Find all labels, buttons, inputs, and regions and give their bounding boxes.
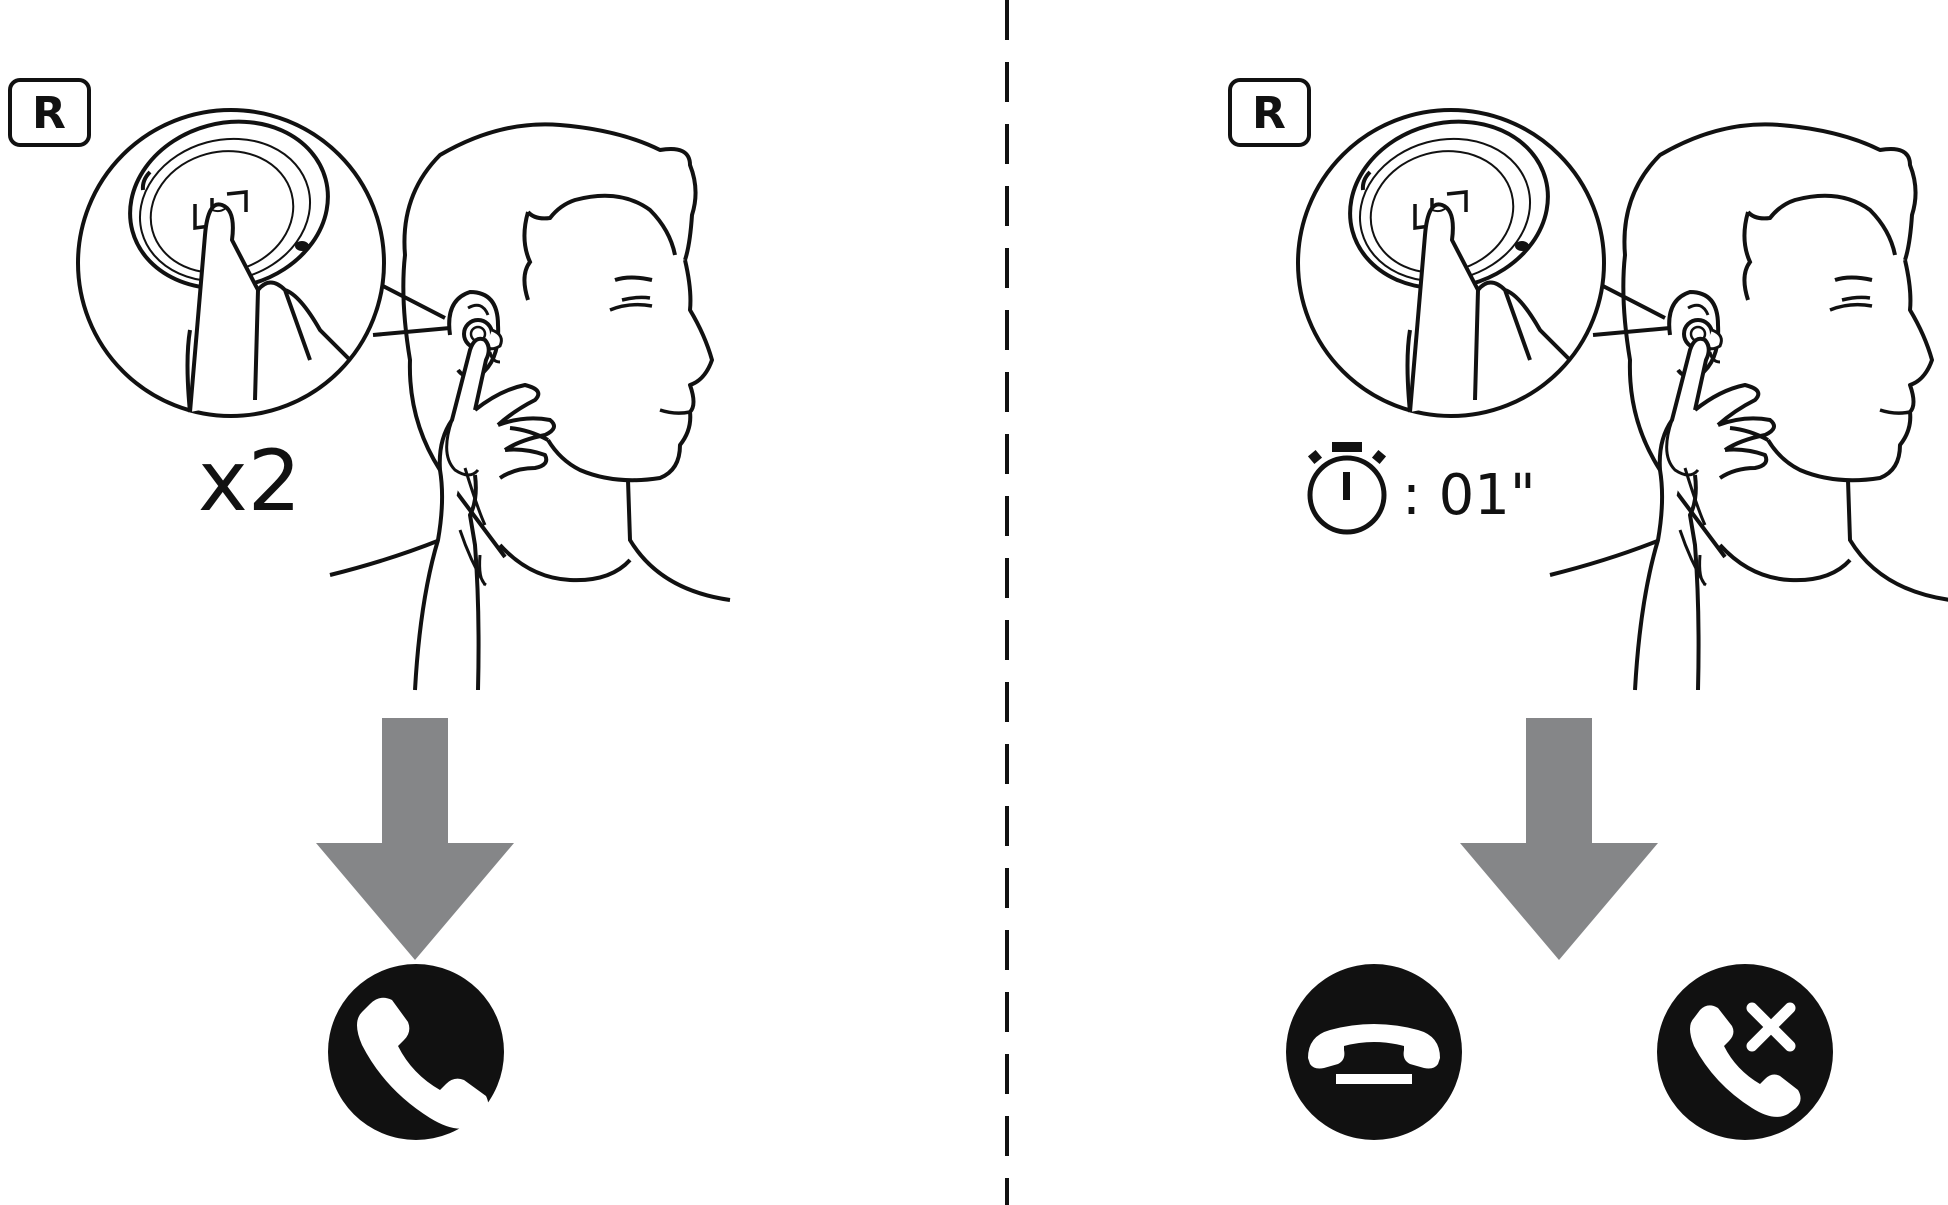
tap-count-label: x2 bbox=[198, 432, 301, 530]
side-label: R bbox=[1252, 88, 1286, 139]
right-earbud-badge: R bbox=[1228, 78, 1311, 147]
stopwatch-icon bbox=[1307, 442, 1387, 535]
down-arrow-icon bbox=[1460, 718, 1658, 960]
panel-hold-end-reject: R : 01" bbox=[1228, 78, 1948, 1140]
reject-call-icon bbox=[1657, 964, 1833, 1140]
answer-call-icon bbox=[328, 964, 504, 1140]
side-label: R bbox=[32, 88, 66, 139]
end-call-icon bbox=[1286, 964, 1462, 1140]
down-arrow-icon bbox=[316, 718, 514, 960]
panel-double-tap-answer: R x2 bbox=[8, 78, 732, 1140]
person-tapping-earbud-illustration bbox=[76, 97, 732, 693]
hold-duration-label: : 01" bbox=[1402, 463, 1536, 528]
right-earbud-badge: R bbox=[8, 78, 91, 147]
person-holding-earbud-illustration bbox=[1296, 97, 1948, 693]
